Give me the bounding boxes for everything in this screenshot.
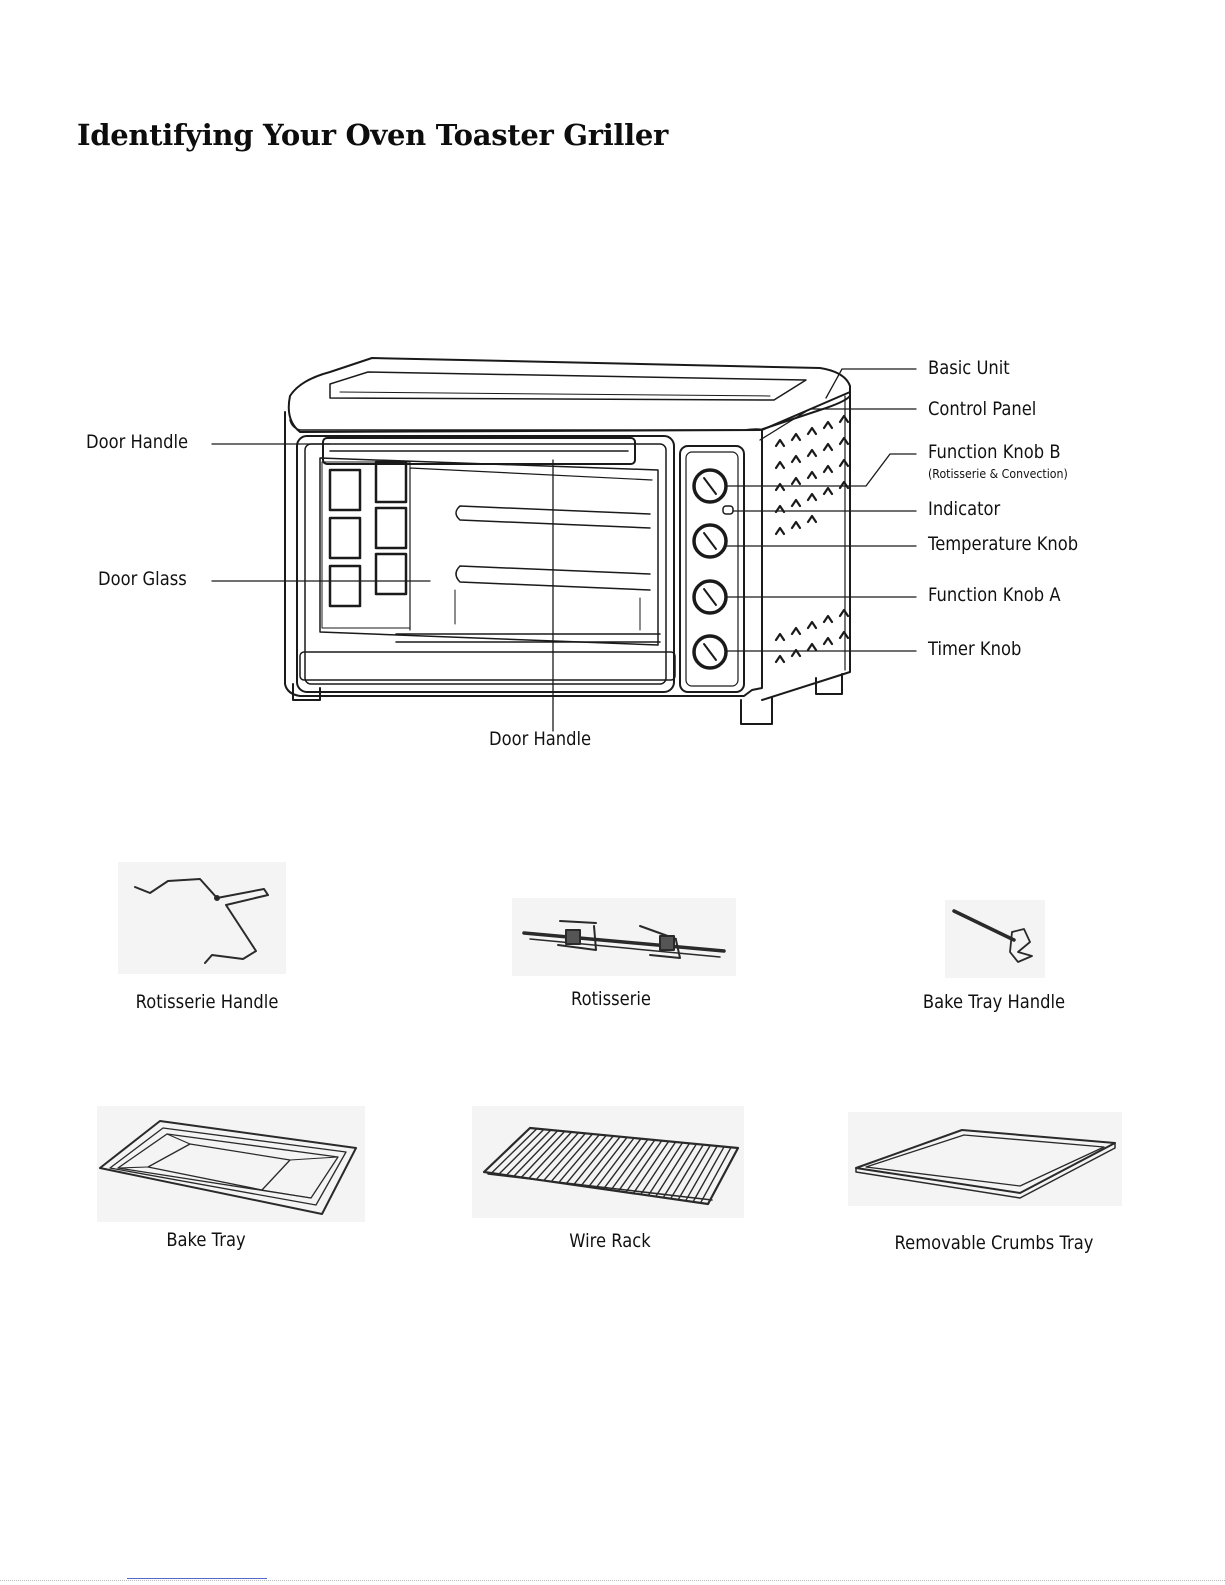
caption-rotisserie-handle: Rotisserie Handle (78, 991, 336, 1013)
caption-wire-rack: Wire Rack (481, 1230, 739, 1252)
crumbs-tray-image (848, 1112, 1122, 1206)
footer-underline (127, 1578, 267, 1579)
caption-bake-tray-handle: Bake Tray Handle (865, 991, 1123, 1013)
bake-tray-handle-image (945, 900, 1045, 978)
footer-divider (0, 1580, 1225, 1581)
rotisserie-image (512, 898, 736, 976)
caption-rotisserie: Rotisserie (482, 988, 740, 1010)
rotisserie-handle-image (118, 862, 286, 974)
caption-removable-crumbs-tray: Removable Crumbs Tray (865, 1232, 1123, 1254)
bake-tray-image (97, 1106, 365, 1222)
caption-bake-tray: Bake Tray (77, 1229, 335, 1251)
